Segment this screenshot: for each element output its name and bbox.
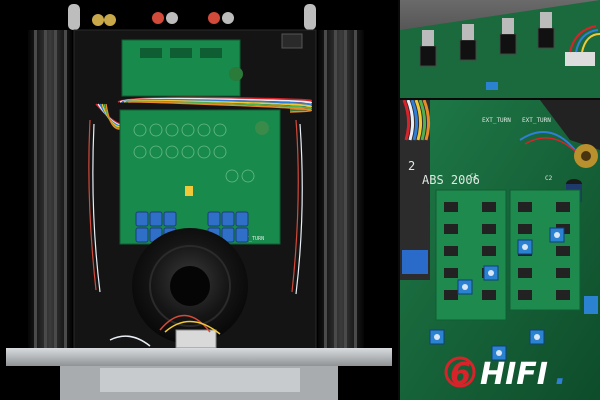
output-transistor bbox=[537, 27, 555, 49]
watermark-logo: 6 HIFI . bbox=[444, 356, 566, 392]
trimmer-knob bbox=[496, 350, 502, 356]
panel-divider-vertical bbox=[398, 0, 400, 400]
board-label: EXT_TURN bbox=[240, 236, 264, 242]
trimmer-knob bbox=[554, 232, 560, 238]
module-ic bbox=[518, 202, 532, 212]
module-ic bbox=[444, 246, 458, 256]
module-ic bbox=[556, 246, 570, 256]
input-board bbox=[121, 39, 243, 97]
heatsink-left bbox=[28, 30, 72, 360]
trimmer-knob bbox=[522, 244, 528, 250]
module-ic bbox=[444, 202, 458, 212]
film-capacitor bbox=[135, 227, 149, 243]
rear-connectors bbox=[92, 12, 303, 49]
label-c2: C2 bbox=[545, 175, 553, 182]
svg-text:6: 6 bbox=[450, 357, 471, 392]
output-transistor bbox=[419, 45, 437, 67]
film-capacitor bbox=[149, 211, 163, 227]
module-ic bbox=[444, 290, 458, 300]
ribbon-cables bbox=[95, 96, 312, 130]
module-ic bbox=[482, 246, 496, 256]
amplifier-interior-photo: EXT_TURN bbox=[6, 4, 392, 400]
transistor-tab bbox=[540, 12, 552, 28]
ribbon-connector bbox=[565, 25, 600, 66]
heatsink-right bbox=[318, 30, 364, 360]
detail-ribbon-wire bbox=[406, 100, 415, 141]
film-capacitor bbox=[207, 211, 221, 227]
power-terminal bbox=[109, 314, 221, 349]
amplifier-interior-illustration: EXT_TURN bbox=[6, 4, 392, 400]
detail-chassis bbox=[540, 100, 600, 150]
film-capacitor bbox=[163, 211, 177, 227]
svg-text:.: . bbox=[555, 357, 566, 392]
trimmer-knob bbox=[534, 334, 540, 340]
watermark-text: HIFI bbox=[480, 357, 548, 392]
module-ic bbox=[518, 290, 532, 300]
front-panel bbox=[6, 348, 392, 400]
transistor-tab bbox=[422, 30, 434, 46]
module-ic bbox=[556, 290, 570, 300]
rear-post-right bbox=[304, 4, 316, 30]
side-wiring bbox=[88, 119, 303, 295]
trimmer-knob bbox=[462, 284, 468, 290]
label-ext-turn-1: EXT_TURN bbox=[482, 117, 511, 124]
blue-connector-right bbox=[584, 296, 598, 314]
detail-ribbon-wire bbox=[410, 100, 419, 141]
rear-post-left bbox=[68, 4, 80, 30]
trimmer bbox=[486, 82, 498, 90]
trimmer-knob bbox=[434, 334, 440, 340]
driver-board-illustration: 2 ABS 2006 EXT_TURN EXT_TURN C1 C2 bbox=[400, 100, 600, 400]
blue-trimmers bbox=[429, 227, 565, 361]
panel-divider-horizontal bbox=[400, 98, 600, 100]
module-ic bbox=[444, 268, 458, 278]
signal-wire bbox=[519, 131, 576, 151]
detail-ribbon-wire bbox=[422, 100, 431, 141]
trimmer-knob bbox=[488, 270, 494, 276]
detail-ribbon-wire bbox=[418, 100, 427, 141]
module-ic bbox=[482, 202, 496, 212]
signal-wire-red bbox=[524, 137, 579, 155]
module-ic bbox=[518, 224, 532, 234]
detail-ribbon-wire bbox=[414, 100, 423, 141]
detail-ribbon-wire bbox=[402, 100, 411, 141]
film-capacitor bbox=[221, 227, 235, 243]
ribbon-wire bbox=[105, 103, 121, 130]
film-capacitor bbox=[235, 211, 249, 227]
toroidal-transformer bbox=[132, 228, 248, 344]
ribbon-wire bbox=[127, 101, 312, 113]
transistor-detail-illustration bbox=[400, 0, 600, 98]
film-capacitor bbox=[135, 211, 149, 227]
rca-connector bbox=[574, 144, 598, 168]
module-ic bbox=[482, 290, 496, 300]
transistor-tab bbox=[502, 18, 514, 34]
transistor-tab bbox=[462, 24, 474, 40]
module-ic bbox=[518, 268, 532, 278]
detail-ribbon bbox=[402, 100, 431, 141]
transistor-detail-photo bbox=[400, 0, 600, 98]
silkscreen-prefix: 2 bbox=[408, 159, 415, 173]
blue-connector bbox=[402, 250, 428, 274]
driver-board-detail-photo: 2 ABS 2006 EXT_TURN EXT_TURN C1 C2 bbox=[400, 100, 600, 400]
module-ic bbox=[556, 268, 570, 278]
label-ext-turn-2: EXT_TURN bbox=[522, 117, 551, 124]
output-transistor bbox=[459, 39, 477, 61]
module-ic bbox=[556, 202, 570, 212]
output-transistors bbox=[419, 12, 555, 67]
film-capacitor bbox=[235, 227, 249, 243]
film-capacitor bbox=[221, 211, 235, 227]
output-transistor bbox=[499, 33, 517, 55]
module-ic bbox=[482, 224, 496, 234]
label-c1: C1 bbox=[470, 173, 478, 180]
silkscreen-main: ABS 2006 bbox=[422, 173, 480, 187]
module-ic bbox=[444, 224, 458, 234]
